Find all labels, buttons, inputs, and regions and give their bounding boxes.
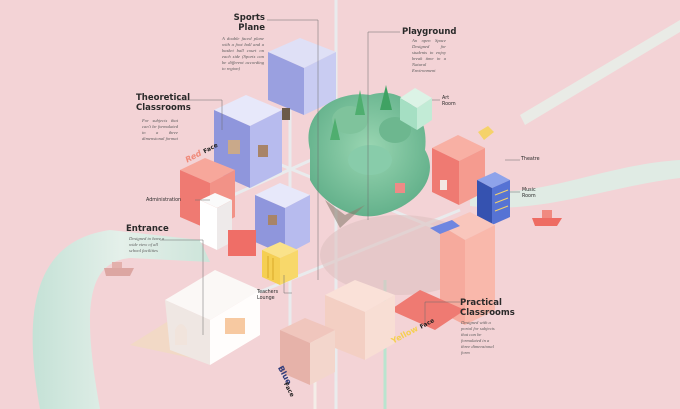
practical-title-2: Classrooms xyxy=(460,308,515,318)
right-tube-path xyxy=(470,20,680,208)
playground-island xyxy=(308,85,430,228)
music-room-line-1: Music xyxy=(522,188,536,193)
leader-lines xyxy=(160,19,520,335)
theoretical-title-1: Theoretical xyxy=(136,93,191,103)
music-room-block xyxy=(477,172,510,225)
practical-classrooms-block xyxy=(390,212,495,330)
sports-plane-title-2: Plane xyxy=(238,23,265,33)
theoretical-classroom-cube-2 xyxy=(255,183,310,255)
sports-plane-title-1: Sports xyxy=(233,13,265,23)
entrance-title: Entrance xyxy=(126,224,169,234)
teachers-lounge-line-2: Lounge xyxy=(257,296,275,301)
teachers-lounge-block xyxy=(262,242,298,285)
administration-label: Administration xyxy=(146,198,182,203)
theatre-label: Theatre xyxy=(521,157,540,162)
practical-title-1: Practical xyxy=(460,298,502,308)
music-room-label: Music Room xyxy=(522,188,536,200)
yellow-face-cube xyxy=(325,280,395,360)
theatre-block xyxy=(432,126,494,205)
art-room-block xyxy=(400,88,432,130)
theoretical-title-2: Classrooms xyxy=(136,103,191,113)
sports-plane-label: Sports Plane xyxy=(232,13,265,33)
entrance-building xyxy=(130,270,260,365)
left-tube-path xyxy=(32,230,210,409)
pink-boat xyxy=(104,262,134,276)
playground-title: Playground xyxy=(402,27,457,37)
art-room-line-2: Room xyxy=(442,102,456,107)
teachers-lounge-label: Teachers Lounge xyxy=(257,290,278,302)
practical-description: Designed with a portal for subjects that… xyxy=(461,320,495,355)
practical-classrooms-label: Practical Classrooms xyxy=(460,298,515,318)
blue-face-cube xyxy=(280,318,335,385)
art-room-line-1: Art xyxy=(442,96,450,101)
playground-description: An open Space Designed for students to e… xyxy=(412,38,446,73)
theoretical-description: For subjects that can't be formulated in… xyxy=(142,118,178,141)
art-room-label: Art Room xyxy=(442,96,456,108)
sports-plane-description: A double faced plane with a foot ball an… xyxy=(222,36,264,71)
teachers-lounge-line-1: Teachers xyxy=(257,290,279,295)
theoretical-classrooms-label: Theoretical Classrooms xyxy=(136,93,191,113)
red-boat xyxy=(532,210,562,226)
sports-plane-cube xyxy=(268,38,336,120)
music-room-line-2: Room xyxy=(522,194,536,199)
entrance-description: Designed to have a wide view of all scho… xyxy=(129,236,165,253)
